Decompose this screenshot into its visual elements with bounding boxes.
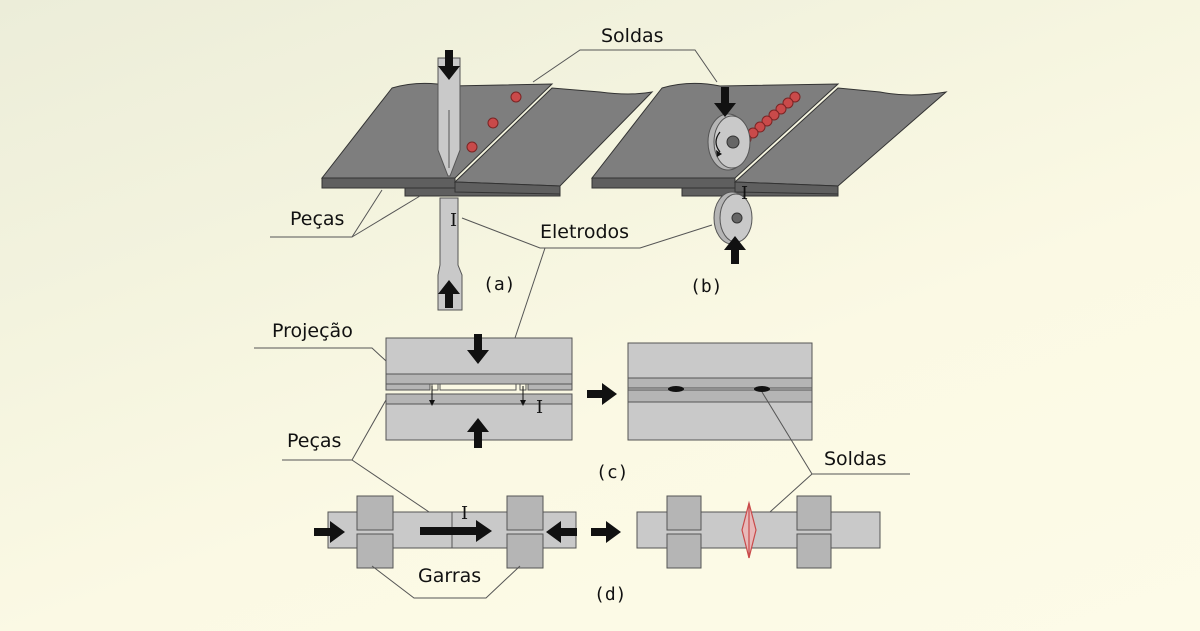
panel-a-right-plate-edge [454, 181, 561, 195]
panel-b-top-wheel-electrode [707, 113, 751, 171]
panel-a-bottom-electrode [437, 197, 463, 311]
panel-a-weld-spot [510, 91, 522, 103]
panel-b-left-plate-edge [591, 177, 736, 189]
panel-d-clamp [506, 533, 544, 569]
panel-d-clamp [506, 495, 544, 531]
pecas-mid-callout: Peças [282, 399, 436, 517]
panel-b-right-plate-edge [734, 181, 839, 195]
panel-d-caption: (d) [594, 584, 627, 605]
panel-a-spot-welding: I (a) [320, 50, 654, 311]
panel-a-right-plate [453, 87, 654, 187]
panel-a-caption: (a) [483, 274, 516, 295]
garras-label: Garras [418, 565, 481, 587]
panel-a-left-plate [320, 82, 554, 179]
pecas-top-callout: Peças [270, 189, 421, 238]
panel-b-caption: (b) [690, 276, 723, 297]
panel-b-current-label: I [741, 183, 748, 204]
panel-d-current-label: I [461, 503, 468, 524]
panel-d-current-arrow [420, 520, 492, 542]
panel-c-current-label: I [536, 397, 543, 418]
projecao-label: Projeção [272, 320, 353, 342]
panel-d-force-arrow-left [546, 521, 577, 543]
soldas-top-callout: Soldas [532, 25, 718, 83]
panel-c-projection-welding: Projeção I (c) [254, 320, 813, 483]
pecas-top-label: Peças [290, 208, 344, 230]
panel-a-current-label: I [450, 210, 457, 231]
panel-c-weld-nugget [754, 386, 770, 392]
panel-b-force-arrow-up [724, 236, 746, 264]
panel-d-clamp [356, 533, 394, 569]
panel-c-force-arrow-up [467, 418, 489, 448]
panel-a-force-arrow-down [438, 50, 460, 80]
panel-b-seam-weld [740, 91, 801, 145]
panel-c-caption: (c) [596, 462, 629, 483]
panel-b-force-arrow-down [714, 87, 736, 117]
panel-d-process-arrow [591, 521, 621, 543]
pecas-mid-label: Peças [287, 430, 341, 452]
panel-a-weld-spot [487, 117, 499, 129]
eletrodos-callout: Eletrodos [461, 217, 713, 339]
panel-a-weld-spot [466, 141, 478, 153]
panel-b-right-plate [733, 87, 948, 187]
eletrodos-label: Eletrodos [540, 221, 629, 243]
panel-c-force-arrow-down [467, 334, 489, 364]
panel-c-process-arrow [587, 383, 617, 405]
panel-b-seam-welding: I (b) [590, 82, 948, 297]
soldas-mid-label: Soldas [824, 448, 887, 470]
panel-a-left-plate-edge [321, 177, 456, 189]
panel-d-clamp [356, 495, 394, 531]
panel-d-butt-welding: I Garras (d) [314, 495, 881, 605]
panel-c-upper-sheet [385, 373, 573, 385]
panel-c-lower-sheet [385, 393, 573, 405]
panel-b-bottom-wheel-electrode [713, 191, 753, 245]
soldas-top-label: Soldas [601, 25, 664, 47]
panel-d-force-arrow-right [314, 521, 345, 543]
panel-c-weld-nugget [668, 386, 684, 392]
panel-a-force-arrow-up [438, 280, 460, 308]
